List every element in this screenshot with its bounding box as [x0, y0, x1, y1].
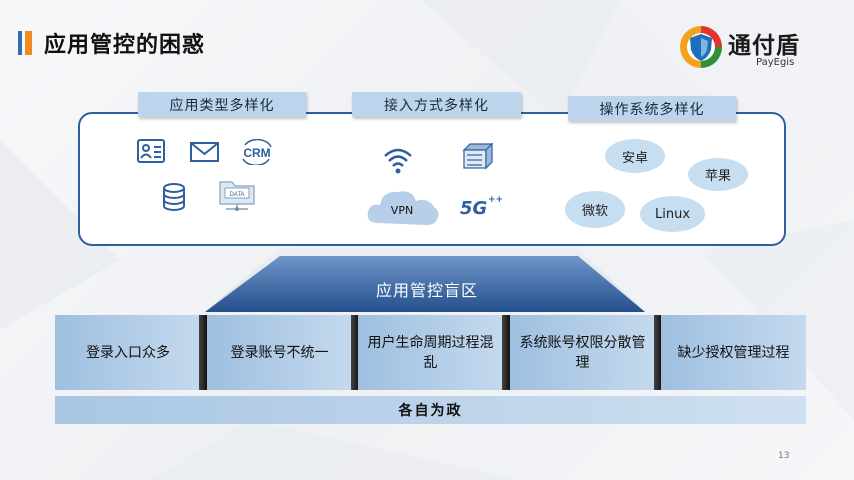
- issue-account-inconsistent: 登录账号不统一: [207, 315, 352, 390]
- shield-logo-icon: [680, 26, 722, 68]
- issue-divider: [654, 315, 662, 390]
- os-linux: Linux: [640, 196, 705, 232]
- category-app-types: 应用类型多样化: [138, 92, 306, 117]
- 5g-icon: 5G ++: [460, 195, 502, 218]
- issue-user-lifecycle: 用户生命周期过程混乱: [358, 315, 503, 390]
- category-os: 操作系统多样化: [568, 96, 736, 121]
- issue-no-authorization: 缺少授权管理过程: [661, 315, 806, 390]
- title-accent-orange: [25, 31, 32, 55]
- issue-permission-scattered: 系统账号权限分散管理: [510, 315, 655, 390]
- crm-text: CRM: [243, 146, 270, 160]
- wifi-icon: [384, 148, 412, 174]
- os-android: 安卓: [605, 139, 665, 173]
- issue-divider: [199, 315, 207, 390]
- database-icon: [163, 183, 185, 211]
- network-switch-icon: [462, 142, 494, 170]
- issue-login-entries: 登录入口众多: [55, 315, 201, 390]
- bottom-summary-bar: 各自为政: [55, 396, 806, 424]
- logo-subtitle: PayEgis: [756, 57, 795, 68]
- vpn-text: VPN: [391, 204, 413, 217]
- mail-icon: [190, 142, 219, 162]
- page-number: 13: [778, 451, 790, 461]
- slide-title: 应用管控的困惑: [44, 33, 206, 58]
- company-logo: 通付盾 PayEgis: [678, 22, 838, 74]
- os-microsoft: 微软: [565, 191, 625, 228]
- issue-divider: [502, 315, 510, 390]
- slide-header: 应用管控的困惑: [18, 30, 206, 58]
- category-access-methods: 接入方式多样化: [352, 92, 521, 117]
- data-folder-icon: DATA: [219, 181, 255, 211]
- logo-name: 通付盾: [728, 33, 800, 59]
- contact-card-icon: [137, 139, 165, 163]
- os-apple: 苹果: [688, 158, 748, 191]
- title-accent-blue: [18, 31, 22, 55]
- data-text: DATA: [229, 192, 244, 198]
- issue-divider: [351, 315, 359, 390]
- vpn-cloud-icon: VPN: [367, 191, 439, 225]
- svg-text:++: ++: [488, 195, 502, 205]
- blind-zone-label: 应用管控盲区: [375, 281, 478, 300]
- 5g-text: 5G: [460, 198, 487, 218]
- crm-icon: CRM: [242, 139, 272, 165]
